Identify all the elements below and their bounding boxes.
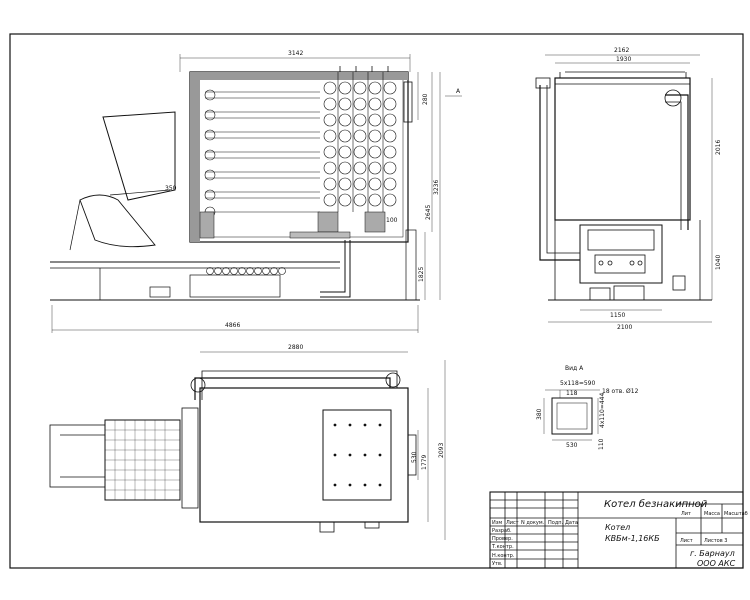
title-block-lit: Лит [681, 511, 691, 517]
dim-view-a-step: 118 [566, 390, 578, 397]
title-block-tkontr: Т.контр. [491, 544, 514, 550]
side-dimensions [545, 54, 713, 323]
title-block [489, 491, 744, 569]
insulation-left [190, 72, 200, 242]
view-a-detail [543, 389, 600, 441]
title-block-sheet: Лист [680, 538, 693, 544]
dim-front-lower: 2645 [425, 205, 432, 220]
dim-front-total: 4866 [225, 322, 240, 329]
boiler-body-top [199, 387, 409, 523]
dim-side-base-inner: 1150 [610, 312, 625, 319]
title-block-razrab: Разраб. [492, 528, 512, 534]
title-block-list: Лист [506, 520, 519, 526]
title-block-data: Дата [565, 520, 578, 526]
tube-bundle [323, 72, 397, 212]
dim-view-a-width: 530 [566, 442, 578, 449]
dim-top-width: 2093 [438, 443, 445, 458]
boiler-body-side [554, 77, 691, 221]
top-view [49, 370, 417, 533]
title-block-city: г. Барнаул [690, 549, 735, 558]
title-block-company: ООО АКС [697, 559, 736, 568]
dim-side-height: 2016 [715, 140, 722, 155]
view-a-flange [551, 397, 593, 435]
dim-front-height: 3236 [433, 180, 440, 195]
dim-top-length: 2880 [288, 344, 303, 351]
dim-view-a-count: 18 отв. Ø12 [602, 388, 639, 395]
title-block-utv: Утв. [492, 561, 503, 567]
dim-front-boiler: 3142 [288, 50, 303, 57]
dim-front-top-gap: 280 [422, 93, 429, 105]
side-right-pipe [665, 94, 689, 230]
dim-view-a-bottom: 110 [598, 438, 605, 450]
dim-front-grate: 350 [165, 185, 177, 192]
title-block-model-1: Котел [605, 523, 630, 532]
title-block-prov: Провер. [492, 536, 513, 542]
title-block-scale: Масштаб [724, 511, 748, 517]
dim-side-lower: 1040 [715, 255, 722, 270]
front-dimensions [51, 54, 462, 333]
side-left-pipe [539, 85, 580, 261]
title-block-nkontr: Н.контр. [492, 553, 515, 559]
top-pipe [194, 377, 391, 400]
top-dimensions [200, 351, 446, 540]
side-view [535, 71, 712, 301]
dim-front-small: 100 [386, 217, 398, 224]
dim-view-a-holes: 5x118=590 [560, 380, 595, 387]
fuel-hopper [102, 111, 176, 201]
stoker-screw [206, 267, 286, 275]
title-block-sheets: Листов 3 [704, 538, 727, 544]
dim-view-a-height: 380 [536, 408, 543, 420]
dim-side-inner: 1930 [616, 56, 631, 63]
dim-front-mid: 1825 [418, 267, 425, 282]
title-block-model-2: КВБм-1,16КБ [605, 534, 660, 543]
view-a-title: Вид А [565, 365, 584, 372]
flue-tubes [204, 89, 320, 218]
dim-view-a-vert: 4x110=444 [599, 393, 606, 428]
drawing-frame [9, 33, 744, 569]
dim-side-base-outer: 2100 [617, 324, 632, 331]
section-marker-a: A [456, 88, 461, 95]
title-block-title: Котел безнакипной [604, 498, 708, 510]
title-block-podp: Подп. [548, 520, 564, 526]
dim-side-outer: 2162 [614, 47, 629, 54]
dim-top-door: 530 [411, 451, 418, 463]
title-block-mass: Масса [704, 511, 720, 517]
dim-top-inner: 1779 [421, 455, 428, 470]
front-view [50, 66, 420, 301]
title-block-ndok: N докум. [521, 520, 545, 526]
title-block-izm: Изм [492, 520, 502, 526]
